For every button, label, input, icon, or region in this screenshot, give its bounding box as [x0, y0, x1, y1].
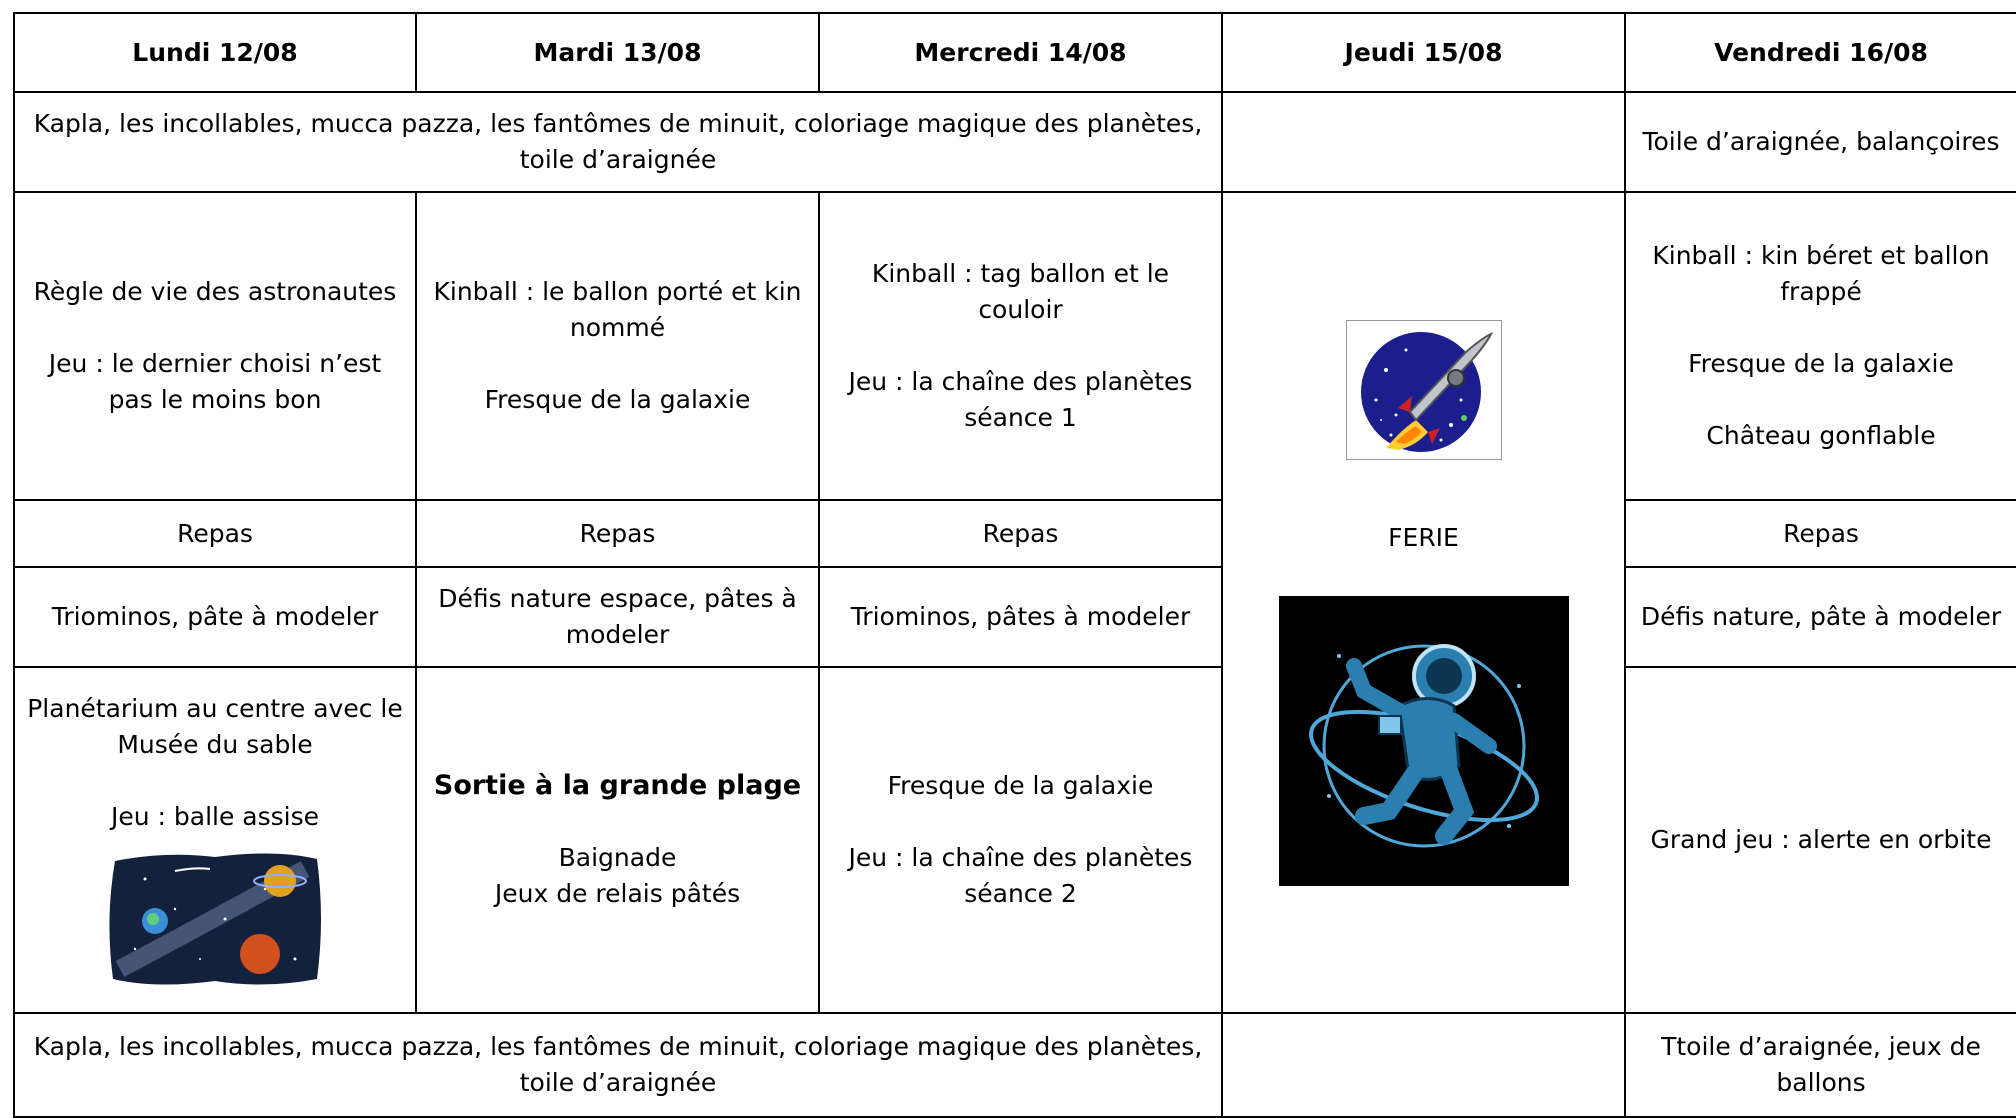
evening-free-play-mon-wed: Kapla, les incollables, mucca pazza, les…: [13, 1012, 1223, 1118]
tuesday-morning-line-2: Fresque de la galaxie: [484, 385, 751, 414]
monday-morning-line-1: Règle de vie des astronautes: [33, 277, 397, 306]
tuesday-outing-title: Sortie à la grande plage: [433, 770, 802, 801]
early-afternoon-friday: Défis nature, pâte à modeler: [1624, 566, 2016, 668]
evening-free-play-row: Kapla, les incollables, mucca pazza, les…: [13, 1012, 2016, 1118]
afternoon-row: Planétarium au centre avec le Musée du s…: [13, 666, 2016, 1014]
tuesday-morning-line-1: Kinball : le ballon porté et kin nommé: [433, 277, 802, 342]
astronaut-icon: [1278, 595, 1569, 886]
friday-morning-line-1: Kinball : kin béret et ballon frappé: [1652, 241, 1990, 306]
monday-afternoon-line-2: Jeu : balle assise: [110, 802, 320, 831]
header-friday: Vendredi 16/08: [1624, 12, 2016, 93]
morning-free-play-thursday-empty: [1221, 91, 1626, 193]
header-row: Lundi 12/08 Mardi 13/08 Mercredi 14/08 J…: [13, 12, 2016, 93]
wednesday-morning-line-2: Jeu : la chaîne des planètes séance 1: [848, 367, 1193, 432]
wednesday-morning-line-1: Kinball : tag ballon et le couloir: [871, 259, 1170, 324]
wednesday-afternoon-line-2: Jeu : la chaîne des planètes séance 2: [848, 843, 1193, 908]
morning-activity-tuesday: Kinball : le ballon porté et kin nommé F…: [415, 191, 820, 501]
afternoon-friday: Grand jeu : alerte en orbite: [1624, 666, 2016, 1014]
morning-activities-row: Règle de vie des astronautes Jeu : le de…: [13, 191, 2016, 1014]
header-wednesday: Mercredi 14/08: [818, 12, 1223, 93]
thursday-holiday-cell: FERIE: [1221, 191, 1626, 1014]
header-thursday: Jeudi 15/08: [1221, 12, 1626, 93]
lunch-friday: Repas: [1624, 499, 2016, 568]
lunch-monday: Repas: [13, 499, 417, 568]
tuesday-afternoon-line-2: Jeux de relais pâtés: [494, 879, 741, 908]
monday-morning-line-2: Jeu : le dernier choisi n’est pas le moi…: [48, 349, 382, 414]
monday-afternoon-line-1: Planétarium au centre avec le Musée du s…: [27, 694, 403, 759]
weekly-schedule-table: Lundi 12/08 Mardi 13/08 Mercredi 14/08 J…: [13, 12, 2016, 1118]
header-tuesday: Mardi 13/08: [415, 12, 820, 93]
afternoon-monday: Planétarium au centre avec le Musée du s…: [13, 666, 417, 1014]
morning-activity-wednesday: Kinball : tag ballon et le couloir Jeu :…: [818, 191, 1223, 501]
early-afternoon-tuesday: Défis nature espace, pâtes à modeler: [415, 566, 820, 668]
tuesday-afternoon-line-1: Baignade: [558, 843, 677, 872]
evening-free-play-friday: Ttoile d’araignée, jeux de ballons: [1624, 1012, 2016, 1118]
rocket-icon: [1345, 319, 1502, 460]
lunch-tuesday: Repas: [415, 499, 820, 568]
morning-activity-friday: Kinball : kin béret et ballon frappé Fre…: [1624, 191, 2016, 501]
thursday-holiday-label: FERIE: [1388, 522, 1459, 552]
lunch-wednesday: Repas: [818, 499, 1223, 568]
evening-free-play-thursday-empty: [1221, 1012, 1626, 1118]
morning-free-play-friday: Toile d’araignée, balançoires: [1624, 91, 2016, 193]
friday-morning-line-2: Fresque de la galaxie: [1688, 349, 1954, 378]
morning-free-play-row: Kapla, les incollables, mucca pazza, les…: [13, 91, 2016, 193]
lunch-row: Repas Repas Repas Repas: [13, 499, 2016, 568]
morning-activity-monday: Règle de vie des astronautes Jeu : le de…: [13, 191, 417, 501]
early-afternoon-row: Triominos, pâte à modeler Défis nature e…: [13, 566, 2016, 668]
afternoon-wednesday: Fresque de la galaxie Jeu : la chaîne de…: [818, 666, 1223, 1014]
header-monday: Lundi 12/08: [13, 12, 417, 93]
morning-free-play-mon-wed: Kapla, les incollables, mucca pazza, les…: [13, 91, 1223, 193]
friday-morning-line-3: Château gonflable: [1706, 421, 1936, 450]
early-afternoon-wednesday: Triominos, pâtes à modeler: [818, 566, 1223, 668]
wednesday-afternoon-line-1: Fresque de la galaxie: [887, 771, 1154, 800]
galaxy-icon: [109, 853, 321, 985]
afternoon-tuesday: Sortie à la grande plage Baignade Jeux d…: [415, 666, 820, 1014]
early-afternoon-monday: Triominos, pâte à modeler: [13, 566, 417, 668]
